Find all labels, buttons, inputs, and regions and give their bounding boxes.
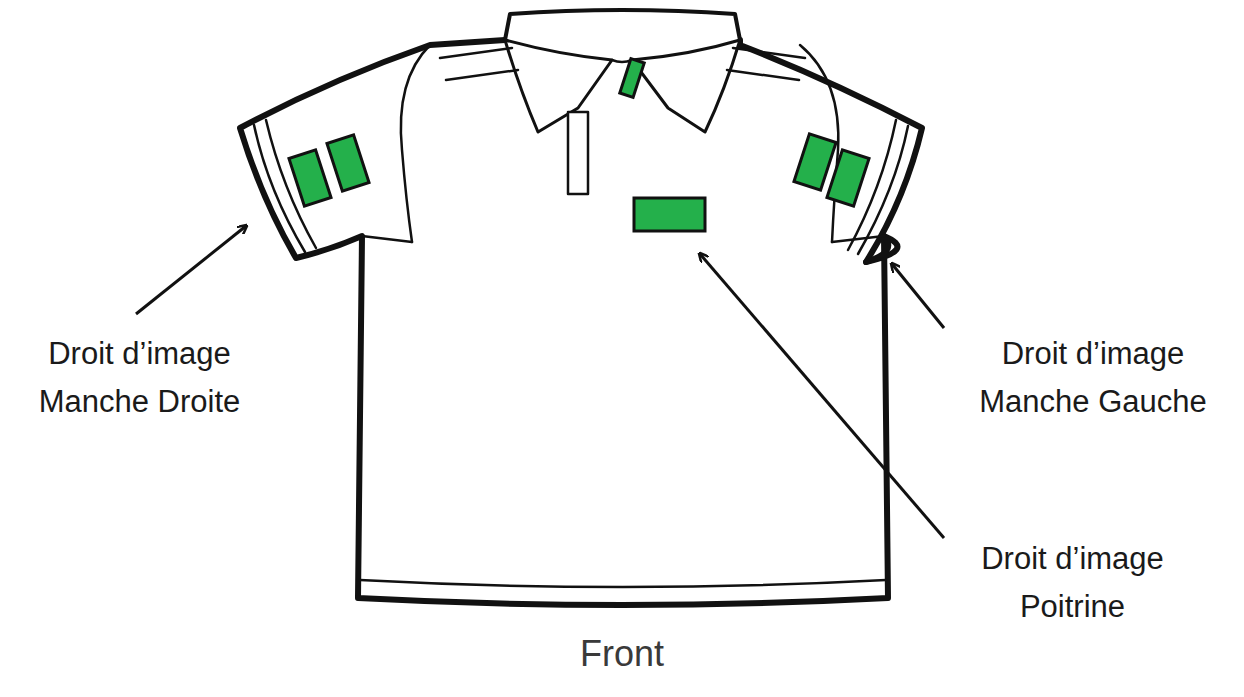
image-area bbox=[794, 134, 836, 190]
image-area bbox=[620, 59, 644, 98]
leader-arrow bbox=[700, 254, 944, 538]
area-label: Droit d’image Manche Droite bbox=[2, 330, 277, 426]
image-area bbox=[827, 150, 869, 206]
image-area bbox=[327, 135, 369, 191]
collar-flap-left bbox=[505, 40, 612, 132]
shoulder-seam-left bbox=[440, 48, 518, 80]
image-area bbox=[289, 150, 331, 206]
side-seam bbox=[362, 236, 884, 242]
area-label-text: Droit d’image Poitrine bbox=[981, 541, 1164, 624]
area-label-text: Droit d’image Manche Droite bbox=[39, 336, 241, 419]
area-label: Droit d’image Manche Gauche bbox=[952, 330, 1234, 426]
leader-arrow bbox=[136, 226, 246, 314]
collar bbox=[505, 10, 740, 40]
view-caption-text: Front bbox=[580, 633, 664, 674]
placket bbox=[568, 112, 588, 194]
area-label-text: Droit d’image Manche Gauche bbox=[979, 336, 1206, 419]
armhole-left bbox=[401, 45, 430, 242]
leader-arrow bbox=[892, 264, 944, 328]
collar-flap-right bbox=[632, 40, 740, 132]
image-area bbox=[634, 198, 705, 231]
right-sleeve-edge bbox=[866, 236, 888, 262]
hem bbox=[360, 580, 886, 587]
shirt-outline bbox=[240, 40, 922, 605]
view-caption: Front bbox=[522, 630, 722, 678]
area-label: Droit d’image Poitrine bbox=[935, 535, 1210, 631]
shoulder-seam-right bbox=[727, 48, 805, 80]
